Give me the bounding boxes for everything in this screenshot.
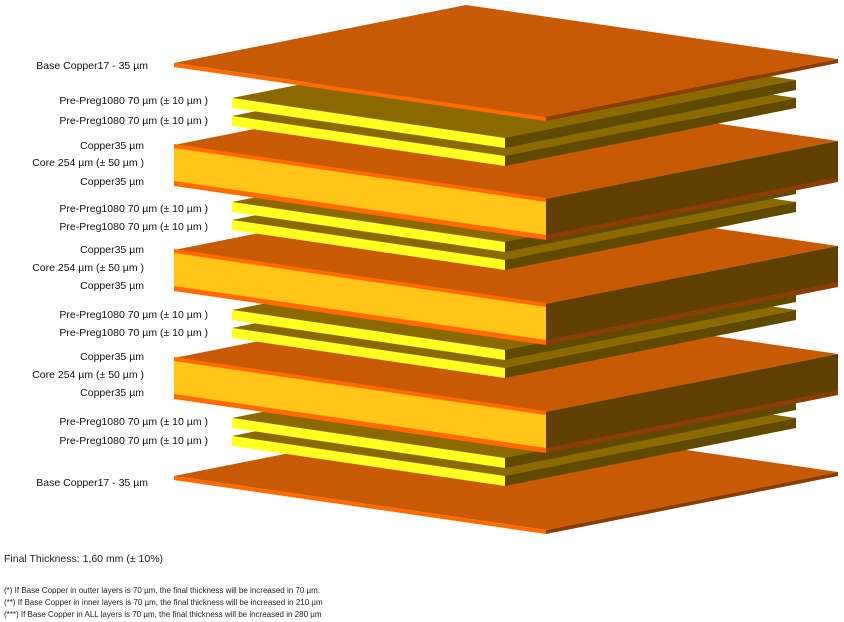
prepreg-4-0-front	[232, 418, 505, 468]
note-all-copper: (***) If Base Copper in ALL layers is 70…	[4, 610, 322, 619]
note-outer-copper: (*) If Base Copper in outter layers is 7…	[4, 586, 321, 595]
prepreg-3-1-right	[505, 310, 796, 378]
core-1-copper-top-edge	[174, 144, 546, 202]
prepreg-4-1-front	[232, 436, 505, 486]
layer-label-pp1-0: Pre-Preg1080 70 µm (± 10 µm )	[59, 95, 208, 107]
layer-label-core1-0: Copper35 µm	[80, 140, 144, 152]
core-2-right	[546, 246, 838, 342]
prepreg-3-0-front	[232, 310, 505, 360]
layer-label-pp4-1: Pre-Preg1080 70 µm (± 10 µm )	[59, 435, 208, 447]
layer-label-core2-1: Core 254 µm (± 50 µm )	[32, 262, 144, 274]
core-1-copper-bottom-edge	[174, 181, 546, 240]
core-2-front	[174, 252, 546, 342]
core-1-right	[546, 141, 838, 237]
core-3-copper-bottom-side	[546, 390, 838, 453]
prepreg-2-0-front	[232, 202, 505, 252]
prepreg-1-0-right	[505, 80, 796, 148]
layer-label-pp3-0: Pre-Preg1080 70 µm (± 10 µm )	[59, 309, 208, 321]
layer-label-core2-0: Copper35 µm	[80, 244, 144, 256]
layer-label-base-top-0: Base Copper17 - 35 µm	[36, 60, 148, 72]
layer-label-pp4-0: Pre-Preg1080 70 µm (± 10 µm )	[59, 416, 208, 428]
core-2-copper-top-edge	[174, 249, 546, 307]
core-1-front	[174, 147, 546, 237]
core-2-copper-bottom-edge	[174, 286, 546, 345]
base-copper-top-top	[174, 5, 838, 117]
final-thickness: Final Thickness: 1,60 mm (± 10%)	[4, 553, 164, 565]
prepreg-2-1-front	[232, 220, 505, 270]
layer-label-core1-2: Copper35 µm	[80, 176, 144, 188]
layer-label-core3-2: Copper35 µm	[80, 387, 144, 399]
prepreg-4-1-right	[505, 418, 796, 486]
base-copper-bottom-edge	[174, 476, 546, 534]
core-3-right	[546, 354, 838, 450]
base-copper-top-side	[546, 59, 838, 121]
layer-label-core2-2: Copper35 µm	[80, 280, 144, 292]
core-3-copper-bottom-edge	[174, 394, 546, 453]
core-3-copper-top-edge	[174, 357, 546, 415]
prepreg-3-1-front	[232, 328, 505, 378]
layer-label-base-bottom-0: Base Copper17 - 35 µm	[36, 477, 148, 489]
prepreg-1-1-front	[232, 116, 505, 166]
layer-label-pp1-1: Pre-Preg1080 70 µm (± 10 µm )	[59, 115, 208, 127]
prepreg-1-1-right	[505, 98, 796, 166]
core-3-front	[174, 360, 546, 450]
layer-label-pp2-1: Pre-Preg1080 70 µm (± 10 µm )	[59, 221, 208, 233]
layer-label-core3-1: Core 254 µm (± 50 µm )	[32, 369, 144, 381]
core-2-copper-bottom-side	[546, 282, 838, 345]
layer-label-core3-0: Copper35 µm	[80, 351, 144, 363]
prepreg-2-1-right	[505, 202, 796, 270]
core-1-copper-bottom-side	[546, 177, 838, 240]
note-inner-copper: (**) If Base Copper in inner layers is 7…	[4, 598, 323, 607]
base-copper-top-edge	[174, 63, 546, 121]
base-copper-bottom-side	[546, 472, 838, 534]
prepreg-1-0-front	[232, 98, 505, 148]
layer-label-pp3-1: Pre-Preg1080 70 µm (± 10 µm )	[59, 327, 208, 339]
layer-label-core1-1: Core 254 µm (± 50 µm )	[32, 157, 144, 169]
layer-label-pp2-0: Pre-Preg1080 70 µm (± 10 µm )	[59, 203, 208, 215]
